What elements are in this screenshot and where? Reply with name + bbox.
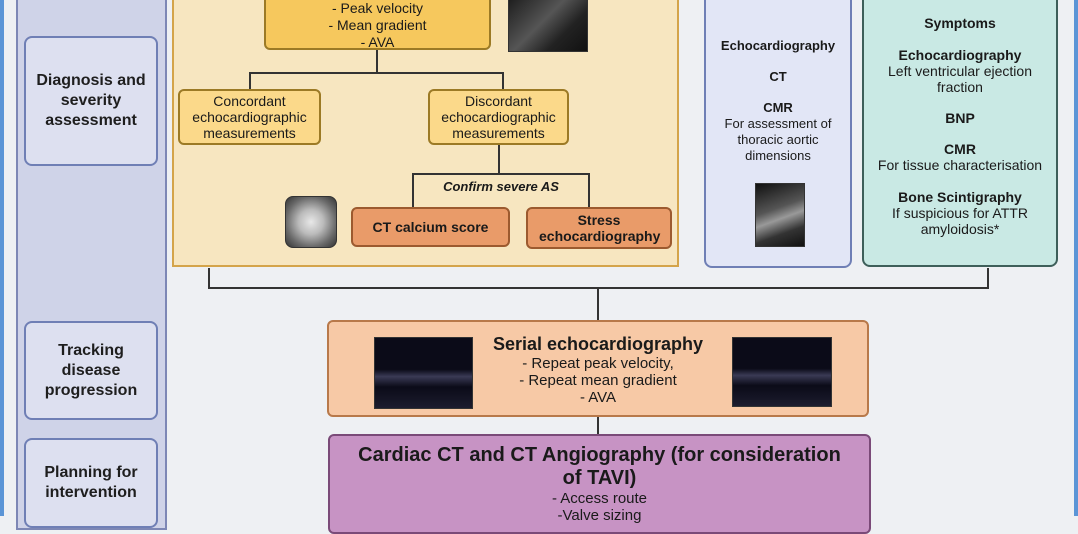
imaging-echo: Echocardiography [720,38,836,53]
connector [588,173,590,207]
serial-line-2: - Repeat mean gradient [519,372,677,389]
bracket [597,287,599,320]
confirm-severe-as-label: Confirm severe AS [436,179,566,194]
assessment-echo-title: Echocardiography [898,47,1022,63]
discordant-label: Discordant echocardiographic measurement… [441,93,556,141]
connector [412,173,589,175]
stage-planning: Planning for intervention [24,438,158,528]
stage-tracking: Tracking disease progression [24,321,158,420]
measure-mean-gradient: - Mean gradient [328,17,427,33]
stage-diagnosis-label: Diagnosis and severity assessment [36,72,146,129]
stress-echo-label: Stress echocardiography [539,212,661,244]
cardiac-ct-box: Cardiac CT and CT Angiography (for consi… [328,434,871,534]
echocardiogram-image [508,0,588,52]
stress-echo-box: Stress echocardiography [526,207,672,249]
assessment-echo-desc: Left ventricular ejection fraction [888,63,1032,95]
doppler-trace-image-right [732,337,832,407]
serial-line-1: - Repeat peak velocity, [522,355,674,372]
discordant-box: Discordant echocardiographic measurement… [428,89,569,145]
connector [502,72,504,90]
assessment-symptoms: Symptoms [924,15,996,31]
stage-tracking-label: Tracking disease progression [44,341,138,399]
ct-title-line-1: Cardiac CT and CT Angiography (for consi… [358,444,841,466]
doppler-trace-image-left [374,337,473,409]
imaging-cmr-desc: For assessment of thoracic aortic dimens… [724,116,832,163]
concordant-label: Concordant echocardiographic measurement… [192,93,307,141]
connector [498,145,500,173]
severity-measurements-box: - Peak velocity - Mean gradient - AVA [264,0,491,50]
ct-calcium-label: CT calcium score [372,219,489,235]
bracket [987,268,989,288]
frame-edge-right [1074,0,1078,516]
imaging-cmr-title: CMR [763,100,793,115]
measure-peak-velocity: - Peak velocity [331,0,424,16]
frame-edge-left [0,0,4,516]
connector [412,173,414,207]
assessment-cmr-title: CMR [944,141,976,157]
connector [376,50,378,72]
cmr-aorta-image [755,183,805,247]
assessment-bone-title: Bone Scintigraphy [898,189,1022,205]
ct-calcium-image [285,196,337,248]
serial-echo-title: Serial echocardiography [492,334,704,354]
ct-calcium-box: CT calcium score [351,207,510,247]
bracket [208,268,210,288]
connector [597,417,599,434]
assessment-bone-desc: If suspicious for ATTR amyloidosis* [892,205,1028,237]
assessment-bnp: BNP [945,110,975,126]
ct-title-line-2: of TAVI) [562,467,637,489]
assessment-panel: Symptoms Echocardiography Left ventricul… [862,0,1058,267]
ct-line-1: - Access route [551,490,648,507]
concordant-box: Concordant echocardiographic measurement… [178,89,321,145]
serial-line-3: - AVA [579,389,617,406]
imaging-ct: CT [769,69,787,84]
stage-planning-label: Planning for intervention [44,464,138,501]
connector [249,72,503,74]
connector [249,72,251,90]
stage-diagnosis: Diagnosis and severity assessment [24,36,158,166]
assessment-cmr-desc: For tissue characterisation [877,157,1043,173]
measure-ava: - AVA [360,34,395,50]
